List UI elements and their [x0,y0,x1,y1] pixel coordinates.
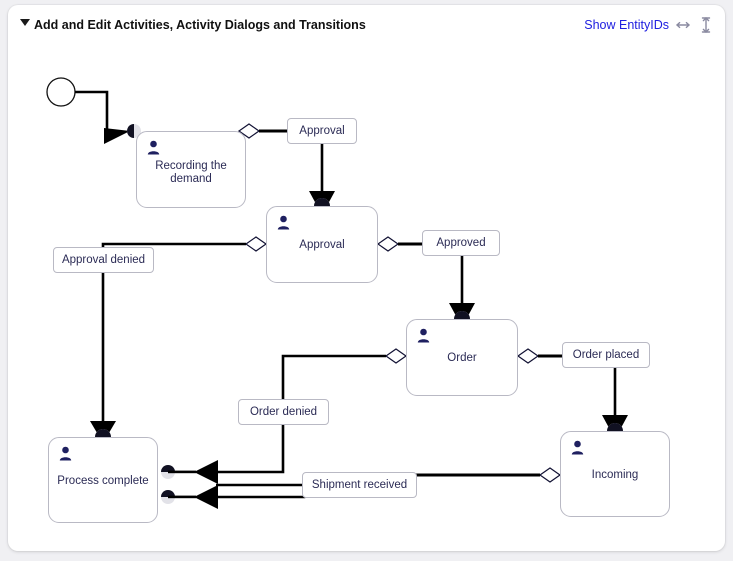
start-node [46,77,76,107]
diamond-order-right [517,348,539,364]
arrowhead-shipment-to-process [194,485,218,509]
person-icon [417,328,430,343]
person-icon [59,446,72,461]
diagram-canvas[interactable]: Recording the demand Approval Order Proc… [8,43,725,551]
person-icon [147,140,160,155]
transition-label-order-denied[interactable]: Order denied [238,399,329,425]
diamond-incoming-left [539,467,561,483]
activity-node-order[interactable]: Order [406,319,518,396]
person-icon [571,440,584,455]
activity-node-recording[interactable]: Recording the demand [136,131,246,208]
socket-approval-top [314,198,330,206]
edge-approval-denied [101,242,246,425]
edge-shipment-tail [168,495,196,499]
edge-order-denied-tail [168,470,196,474]
edge-start-to-recording [75,90,109,131]
activity-label: Incoming [591,469,639,481]
transition-label-approval-denied[interactable]: Approval denied [53,247,154,273]
activities-diagram-panel: Add and Edit Activities, Activity Dialog… [8,5,725,551]
show-entity-ids-link[interactable]: Show EntityIDs [584,18,669,32]
diamond-order-left [385,348,407,364]
arrowhead-order-denied [194,460,218,484]
edge-layer [46,77,628,509]
diamond-approval-right [377,236,399,252]
activity-label: Recording the demand [155,160,227,185]
socket-order-top [454,311,470,319]
panel-header: Add and Edit Activities, Activity Dialog… [8,5,725,43]
page-title: Add and Edit Activities, Activity Dialog… [34,18,366,32]
socket-recording-left [127,124,134,138]
diamond-approval-left [245,236,267,252]
activity-node-process-complete[interactable]: Process complete [48,437,158,523]
socket-process-top [95,429,111,437]
resize-horizontal-icon[interactable] [675,17,691,33]
triangle-down-icon[interactable] [20,19,30,26]
activity-node-approval[interactable]: Approval [266,206,378,283]
socket-process-right-bottom [161,490,175,497]
activity-label: Process complete [57,475,149,487]
socket-process-right-top [161,465,175,472]
person-icon [277,215,290,230]
transition-label-shipment-received[interactable]: Shipment received [302,472,417,498]
socket-incoming-top [607,423,623,431]
transition-label-order-placed[interactable]: Order placed [562,342,650,368]
transition-label-approved[interactable]: Approved [422,230,500,256]
activity-label: Order [447,352,477,364]
arrowhead-start-to-recording [104,128,130,144]
activity-node-incoming[interactable]: Incoming [560,431,670,517]
activity-label: Approval [299,239,345,251]
resize-vertical-icon[interactable] [699,15,713,35]
transition-label-approval[interactable]: Approval [287,118,357,144]
